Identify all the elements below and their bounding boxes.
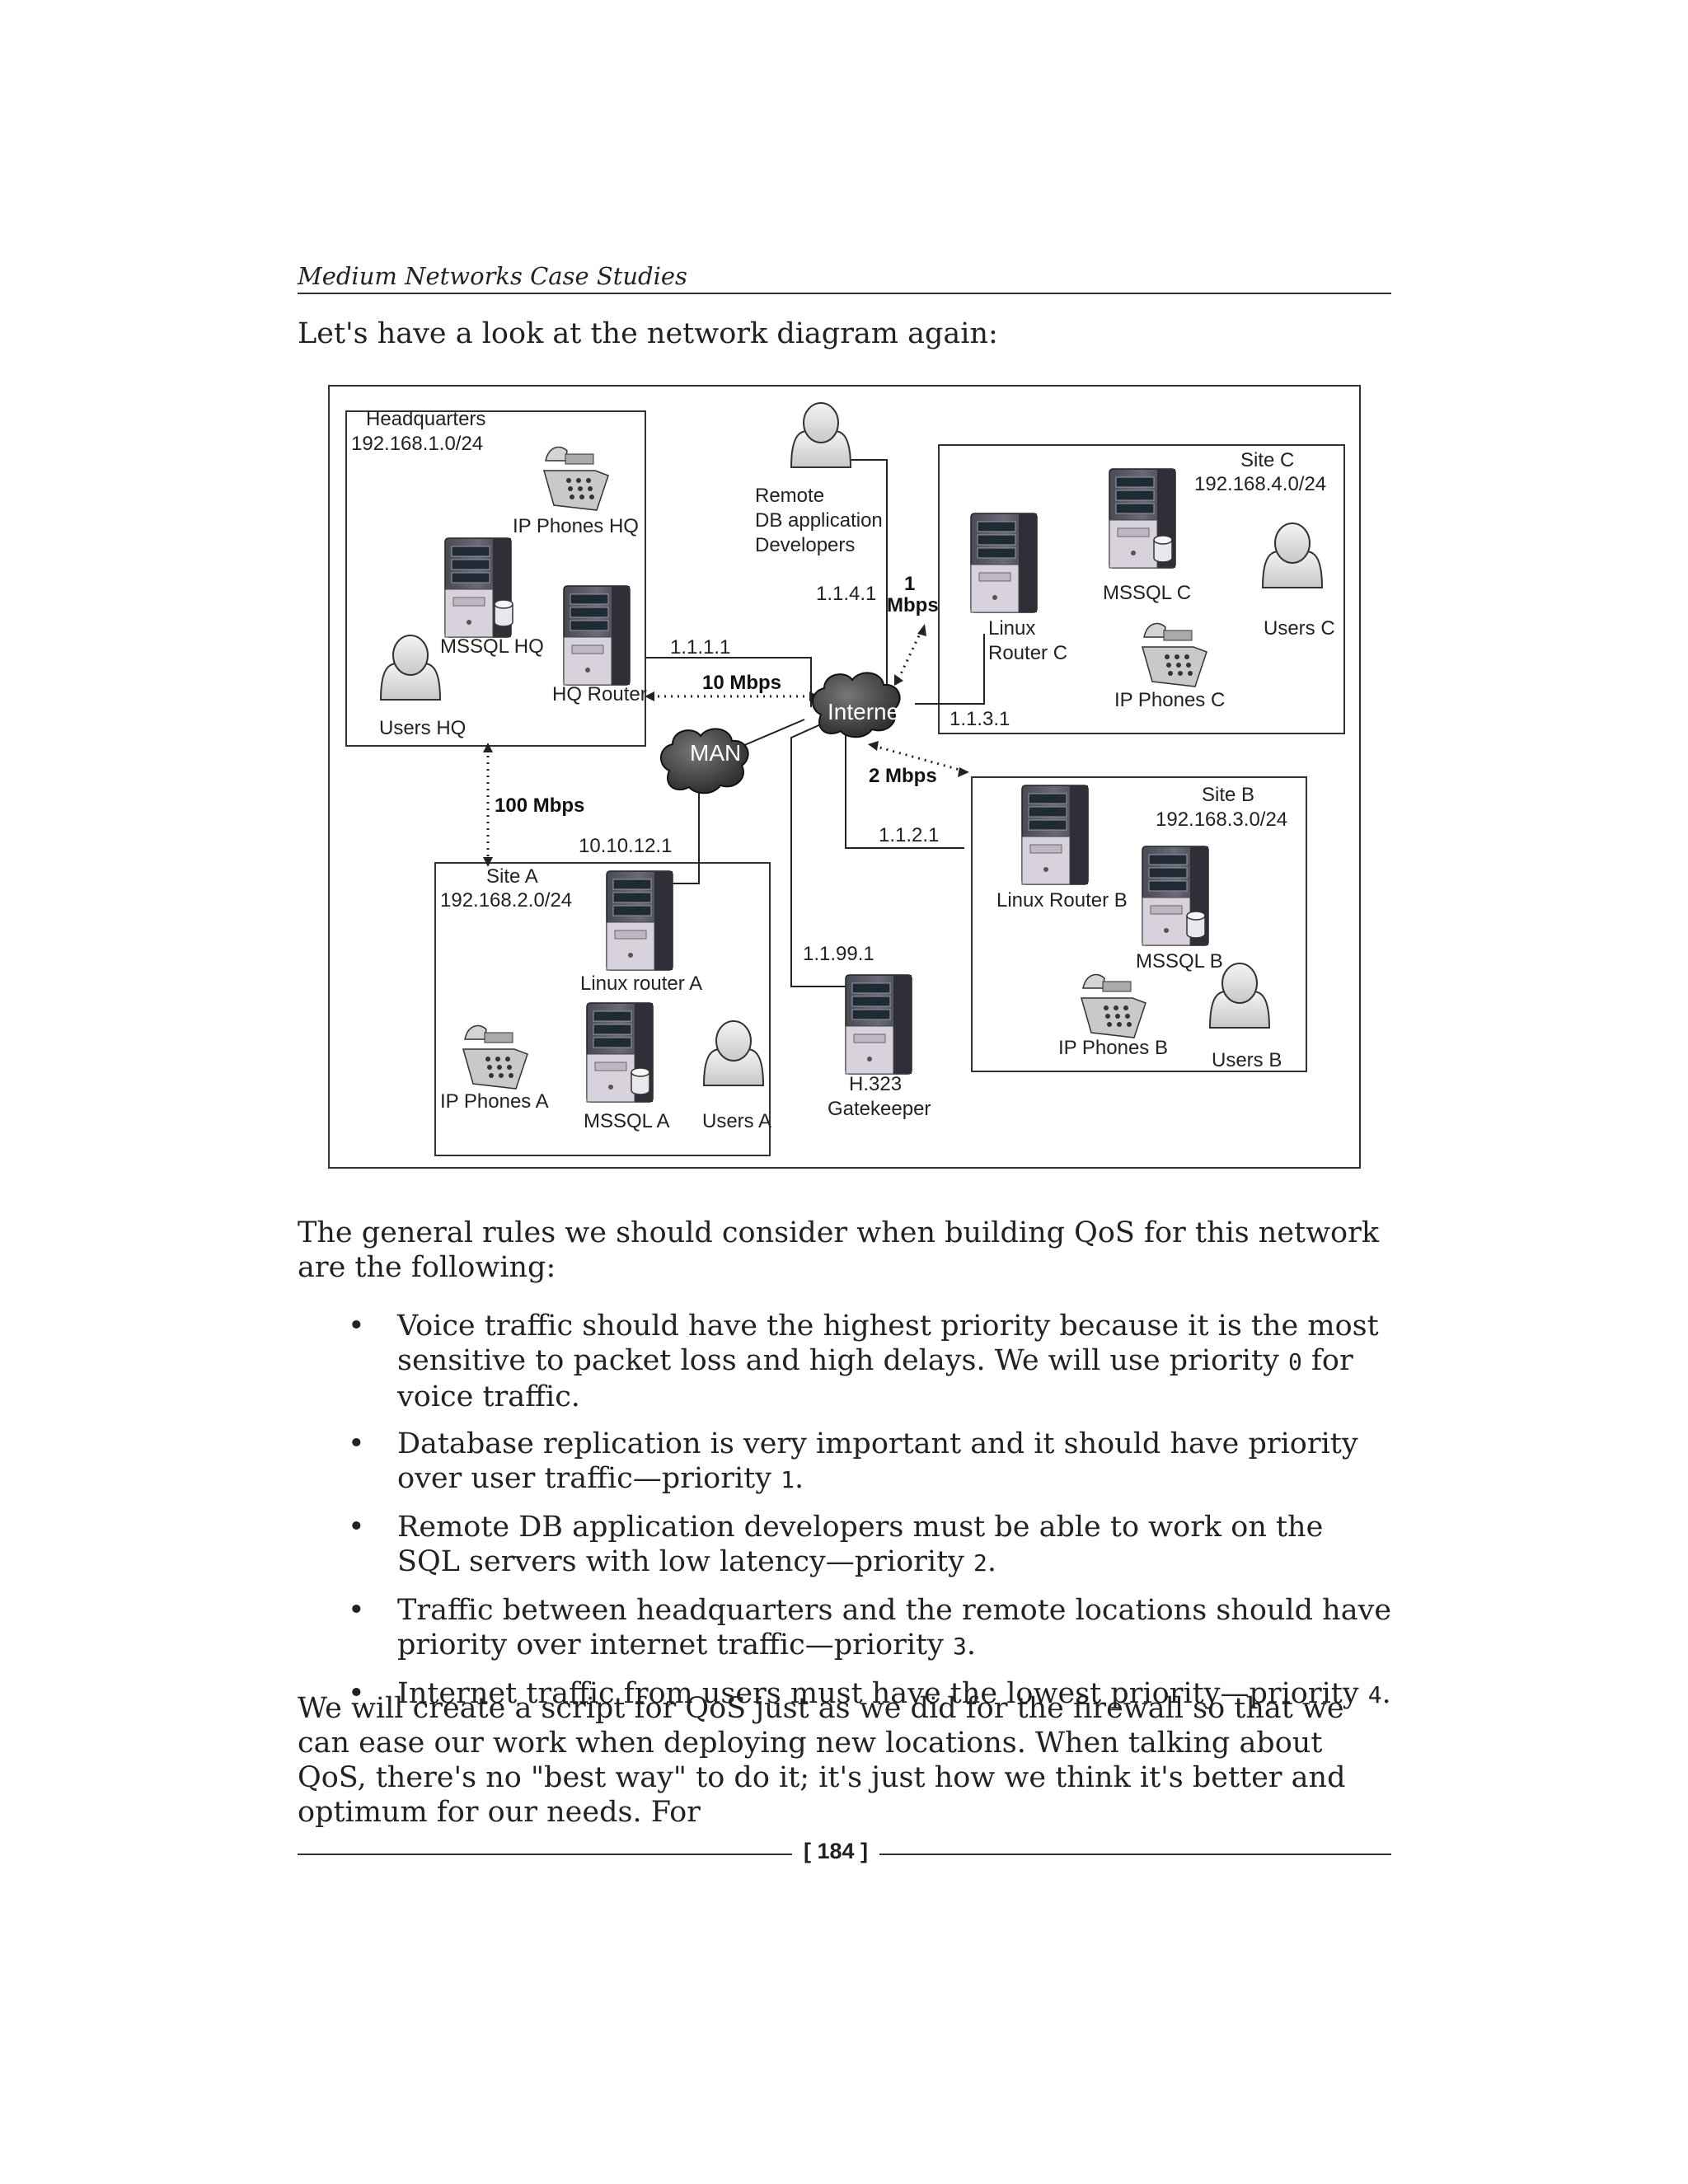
- ip-1-1-99-1: 1.1.99.1: [803, 943, 874, 965]
- phone-icon-hq: [543, 446, 609, 511]
- users-b-label: Users B: [1212, 1049, 1282, 1071]
- linux-router-b-label: Linux Router B: [996, 889, 1128, 912]
- site-c-subnet: 192.168.4.0/24: [1194, 473, 1326, 495]
- bullet-icon: •: [348, 1511, 365, 1544]
- site-a-subnet: 192.168.2.0/24: [440, 889, 572, 912]
- ip-1-1-3-1: 1.1.3.1: [950, 708, 1010, 730]
- site-b-title: Site B: [1202, 784, 1254, 806]
- man-label: MAN: [690, 740, 741, 766]
- bandwidth-1-label-a: 1: [904, 573, 915, 595]
- database-icon-hq: [494, 599, 513, 627]
- user-icon-b: [1209, 963, 1270, 1029]
- remote-label-1: Remote: [755, 485, 824, 507]
- bullet-icon: •: [348, 1594, 365, 1627]
- site-c-title: Site C: [1240, 449, 1294, 471]
- list-item: •Voice traffic should have the highest p…: [348, 1310, 1379, 1413]
- site-c-box: [938, 444, 1345, 734]
- hq-box: [345, 410, 646, 747]
- linux-router-a-label: Linux router A: [580, 972, 702, 995]
- mssql-a-label: MSSQL A: [584, 1110, 669, 1132]
- internet-cloud: [812, 672, 901, 738]
- list-item: •Remote DB application developers must b…: [348, 1511, 1324, 1578]
- running-head: Medium Networks Case Studies: [298, 262, 687, 290]
- site-b-subnet: 192.168.3.0/24: [1156, 808, 1287, 831]
- bandwidth-links: [486, 630, 964, 860]
- hq-router-label: HQ Router: [552, 683, 647, 705]
- linux-router-c-label-2: Router C: [988, 642, 1067, 664]
- database-icon-b: [1186, 911, 1206, 939]
- user-icon-remote-developers: [790, 402, 851, 468]
- ip-phones-c-label: IP Phones C: [1114, 689, 1225, 711]
- server-icon-hq-router: [563, 585, 631, 686]
- paragraph-rules-intro: The general rules we should consider whe…: [298, 1216, 1380, 1284]
- users-a-label: Users A: [702, 1110, 771, 1132]
- ip-1-1-1-1: 1.1.1.1: [670, 636, 730, 658]
- bandwidth-10-label: 10 Mbps: [702, 672, 781, 694]
- server-icon-linux-router-a: [606, 870, 673, 971]
- bandwidth-1-label-b: Mbps: [887, 594, 939, 616]
- user-icon-hq: [380, 635, 441, 701]
- database-icon-a: [631, 1067, 650, 1095]
- site-a-box: [434, 862, 771, 1156]
- site-b-box: [971, 776, 1307, 1072]
- database-icon-c: [1153, 535, 1173, 563]
- list-item: •Traffic between headquarters and the re…: [348, 1594, 1392, 1661]
- phone-icon-a: [462, 1024, 528, 1090]
- h323-label-1: H.323: [849, 1073, 902, 1095]
- mssql-c-label: MSSQL C: [1103, 582, 1191, 604]
- hq-subnet: 192.168.1.0/24: [351, 433, 483, 455]
- remote-label-2: DB application: [755, 509, 883, 532]
- network-diagram: Headquarters 192.168.1.0/24 IP Phones HQ…: [328, 385, 1361, 1169]
- footer-rule-right: [879, 1854, 1391, 1855]
- mssql-b-label: MSSQL B: [1136, 950, 1223, 972]
- ip-10-10-12-1: 10.10.12.1: [579, 835, 672, 857]
- h323-label-2: Gatekeeper: [828, 1098, 931, 1120]
- ip-1-1-2-1: 1.1.2.1: [879, 824, 939, 846]
- phone-icon-b: [1081, 973, 1146, 1038]
- ip-phones-hq-label: IP Phones HQ: [513, 515, 639, 537]
- users-c-label: Users C: [1264, 617, 1335, 640]
- mssql-hq-label: MSSQL HQ: [440, 635, 544, 658]
- phone-icon-c: [1142, 622, 1207, 687]
- server-icon-linux-router-c: [970, 513, 1038, 613]
- page-number: [ 184 ]: [803, 1839, 869, 1863]
- linux-router-c-label-1: Linux: [988, 617, 1035, 640]
- list-item: •Internet traffic from users must have t…: [348, 1677, 1391, 1710]
- remote-label-3: Developers: [755, 534, 855, 556]
- bullet-icon: •: [348, 1677, 365, 1710]
- intro-paragraph: Let's have a look at the network diagram…: [298, 317, 998, 350]
- hq-title: Headquarters: [366, 408, 485, 430]
- server-icon-linux-router-b: [1021, 785, 1089, 885]
- user-icon-c: [1262, 523, 1323, 588]
- header-rule: [298, 293, 1391, 294]
- bandwidth-2-label: 2 Mbps: [869, 765, 937, 787]
- ip-1-1-4-1: 1.1.4.1: [816, 583, 876, 605]
- priority-rules-list: •Voice traffic should have the highest p…: [298, 1309, 1394, 1725]
- site-a-title: Site A: [486, 865, 538, 888]
- server-icon-h323-gatekeeper: [845, 974, 912, 1075]
- ip-phones-b-label: IP Phones B: [1058, 1037, 1168, 1059]
- user-icon-a: [703, 1020, 764, 1086]
- link-arrows: [483, 624, 969, 867]
- footer-rule-left: [298, 1854, 792, 1855]
- bullet-icon: •: [348, 1427, 365, 1460]
- man-cloud: [660, 728, 749, 794]
- users-hq-label: Users HQ: [379, 717, 466, 739]
- paragraph-qos-script: We will create a script for QoS just as …: [298, 1692, 1346, 1829]
- bandwidth-100-label: 100 Mbps: [495, 794, 584, 817]
- list-item: •Database replication is very important …: [348, 1427, 1358, 1495]
- ip-phones-a-label: IP Phones A: [440, 1090, 549, 1113]
- internet-label: Internet: [828, 699, 906, 724]
- bullet-icon: •: [348, 1310, 365, 1343]
